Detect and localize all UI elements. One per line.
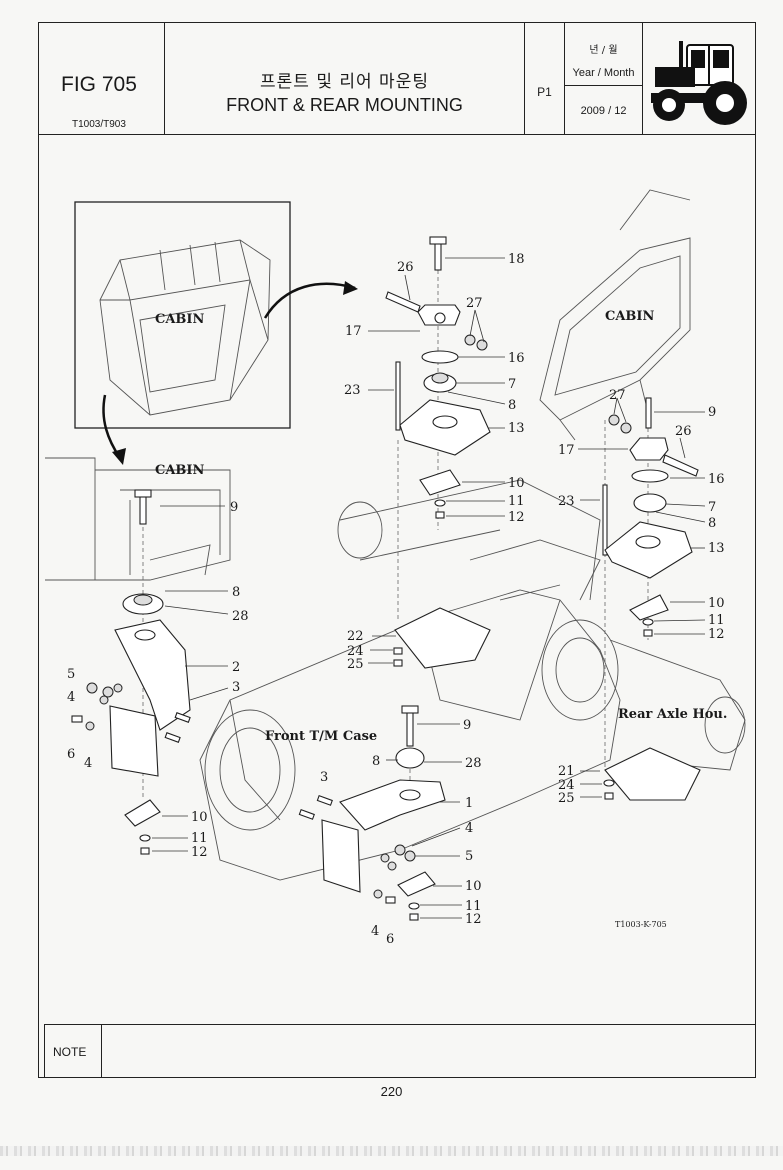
- part-label-16-center: 16: [508, 351, 525, 366]
- arrowhead-right: [343, 281, 358, 295]
- left-lower-parts: [71, 489, 191, 855]
- note-box: NOTE: [44, 1024, 756, 1078]
- part-label-10-left: 10: [191, 810, 208, 825]
- part-label-2: 2: [232, 660, 240, 675]
- fig-number: FIG 705: [61, 73, 137, 96]
- page-frame: FIG 705 T1003/T903 프론트 및 리어 마운팅 FRONT & …: [38, 22, 756, 1078]
- part-label-13-center: 13: [508, 421, 525, 436]
- arrow-to-right-cabin: [263, 282, 356, 319]
- part-label-4-center: 4: [465, 821, 473, 836]
- center-lower-parts: [298, 705, 446, 921]
- part-label-23-center: 23: [344, 383, 361, 398]
- part-label-11-lower: 11: [465, 899, 482, 914]
- part-label-12-center: 12: [508, 510, 525, 525]
- part-label-4-left-upper: 4: [67, 690, 75, 705]
- title-english: FRONT & REAR MOUNTING: [226, 95, 463, 115]
- part-label-11-right: 11: [708, 613, 725, 628]
- part-label-12-lower: 12: [465, 912, 482, 927]
- year-month-english: Year / Month: [572, 67, 635, 79]
- part-labels: 18 26 27 17 16 7 8 23 13 10 11 12 9 27 2…: [67, 252, 725, 947]
- part-label-25-center: 25: [347, 657, 364, 672]
- front-case-label: Front T/M Case: [265, 729, 377, 744]
- part-label-6-left: 6: [67, 747, 75, 762]
- part-label-25-right: 25: [558, 791, 575, 806]
- part-label-27-right: 27: [609, 388, 626, 403]
- page-code: P1: [537, 85, 552, 99]
- part-label-6-center: 6: [386, 932, 394, 947]
- drawing-code: T1003-K-705: [615, 920, 667, 929]
- cabin-right-drawing: [539, 189, 691, 441]
- part-label-28-left: 28: [232, 609, 249, 624]
- part-label-16-right: 16: [708, 472, 725, 487]
- part-label-18: 18: [508, 252, 525, 267]
- note-divider: [101, 1025, 102, 1077]
- part-label-12-left: 12: [191, 845, 208, 860]
- title-cell: 프론트 및 리어 마운팅 FRONT & REAR MOUNTING: [165, 23, 525, 134]
- model-code: T1003/T903: [72, 119, 126, 130]
- part-label-9-left: 9: [230, 500, 238, 515]
- logo-cell: [643, 23, 755, 134]
- note-label: NOTE: [53, 1045, 87, 1059]
- part-label-23-right: 23: [558, 494, 575, 509]
- part-label-5-left: 5: [67, 667, 75, 682]
- page-code-cell: P1: [525, 23, 565, 134]
- date-divider: [565, 85, 642, 86]
- header-divider: [39, 134, 755, 135]
- part-label-27-center: 27: [466, 296, 483, 311]
- cabin-left-drawing: [45, 457, 231, 581]
- tractor-icon: [651, 41, 747, 125]
- part-label-26-center: 26: [397, 260, 414, 275]
- part-label-12-right: 12: [708, 627, 725, 642]
- part-label-24-right: 24: [558, 778, 575, 793]
- cabin-inset-label: CABIN: [155, 312, 205, 327]
- part-label-21: 21: [558, 764, 575, 779]
- part-label-4-left-lower: 4: [84, 756, 92, 771]
- year-month-korean: 년 / 월: [589, 45, 618, 56]
- part-label-26-right: 26: [675, 424, 692, 439]
- right-upper-parts: [602, 397, 701, 801]
- arrow-to-left-cabin: [102, 394, 122, 459]
- part-label-3-left: 3: [232, 680, 240, 695]
- part-label-10-right: 10: [708, 596, 725, 611]
- cabin-inset-drawing: [99, 239, 271, 416]
- title-korean: 프론트 및 리어 마운팅: [260, 72, 429, 92]
- part-label-8-center: 8: [508, 398, 516, 413]
- date-value: 2009 / 12: [580, 105, 627, 117]
- part-label-9-right: 9: [708, 405, 716, 420]
- part-label-24-center: 24: [347, 644, 364, 659]
- part-label-10-center: 10: [508, 476, 525, 491]
- part-label-28-center: 28: [465, 756, 482, 771]
- date-cell: 년 / 월 Year / Month 2009 / 12: [565, 23, 643, 134]
- part-label-9-center: 9: [463, 718, 471, 733]
- part-label-8-left: 8: [232, 585, 240, 600]
- part-label-5-center: 5: [465, 849, 473, 864]
- part-label-8-center-lower: 8: [372, 754, 380, 769]
- center-upper-parts: [385, 236, 491, 669]
- part-label-17-right: 17: [558, 443, 575, 458]
- arrowhead-down: [112, 448, 126, 465]
- page-number: 220: [380, 1084, 403, 1099]
- leader-lines: [152, 257, 706, 919]
- part-label-13-right: 13: [708, 541, 725, 556]
- part-label-7-center: 7: [508, 377, 516, 392]
- part-label-1: 1: [465, 796, 473, 811]
- scan-edge-artifact: [0, 1146, 783, 1156]
- part-label-10-lower: 10: [465, 879, 482, 894]
- part-label-8-right: 8: [708, 516, 716, 531]
- cabin-inset-box: [74, 201, 291, 429]
- part-label-7-right: 7: [708, 500, 716, 515]
- part-label-11-center: 11: [508, 494, 525, 509]
- part-label-11-left: 11: [191, 831, 208, 846]
- cabin-right-label: CABIN: [605, 309, 655, 324]
- cabin-left-label: CABIN: [155, 463, 205, 478]
- fig-cell: FIG 705 T1003/T903: [39, 23, 165, 134]
- part-label-4-center-lower: 4: [371, 924, 379, 939]
- part-label-3-center: 3: [320, 770, 328, 785]
- part-label-22: 22: [347, 629, 364, 644]
- rear-axle-label: Rear Axle Hou.: [618, 707, 727, 722]
- part-label-17-center: 17: [345, 324, 362, 339]
